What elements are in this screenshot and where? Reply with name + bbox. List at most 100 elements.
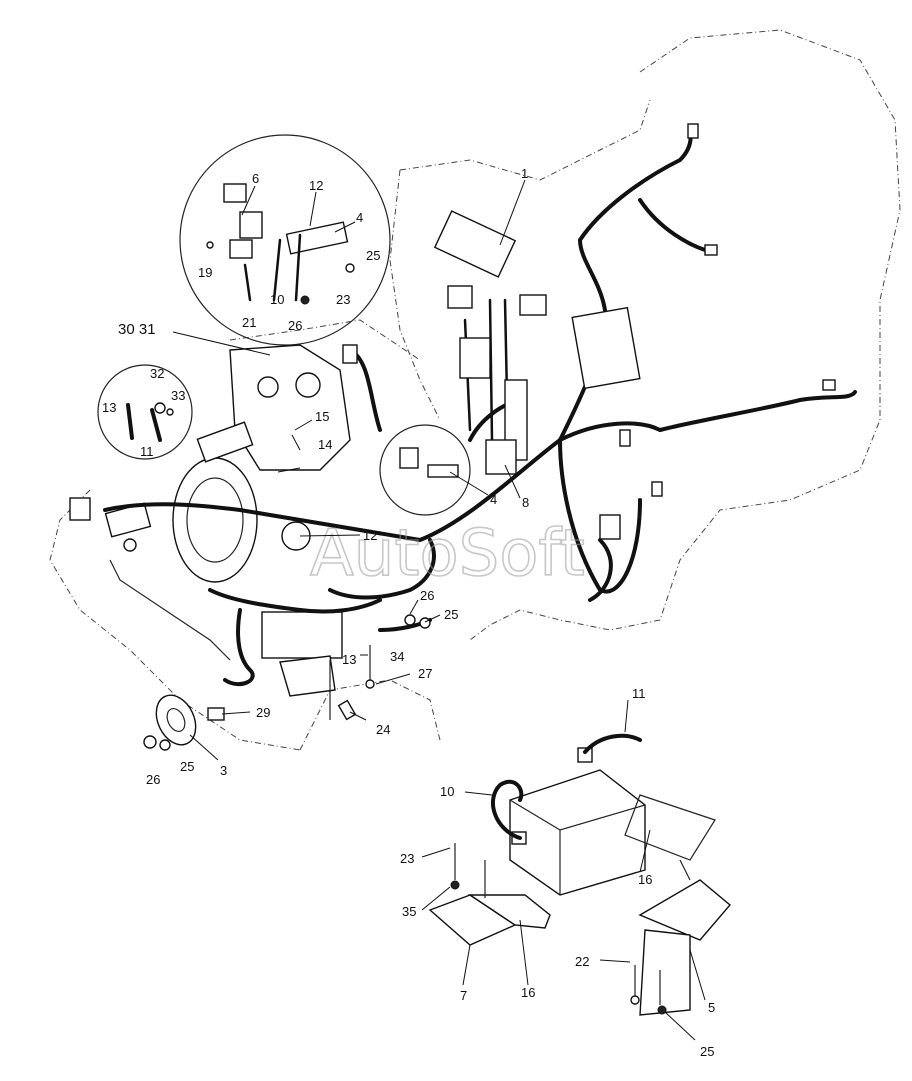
callout-16-cover: 16 bbox=[638, 872, 652, 887]
callout-26-horn: 26 bbox=[146, 772, 160, 787]
callout-26-mid: 26 bbox=[420, 588, 434, 603]
tray-5 bbox=[638, 879, 731, 941]
callout-27: 27 bbox=[418, 666, 432, 681]
screw-19 bbox=[206, 241, 214, 249]
callout-21: 21 bbox=[242, 315, 256, 330]
plug-g bbox=[822, 379, 836, 391]
nut-33 bbox=[166, 408, 174, 416]
connector-c bbox=[485, 439, 517, 475]
callout-29: 29 bbox=[256, 705, 270, 720]
callout-13-detail: 13 bbox=[102, 400, 116, 415]
callout-10-detail: 10 bbox=[270, 292, 284, 307]
detail-circle-relays bbox=[179, 134, 391, 346]
nut-27 bbox=[365, 679, 375, 689]
starter-motor bbox=[196, 421, 254, 463]
callout-23-detail: 23 bbox=[336, 292, 350, 307]
callout-33: 33 bbox=[171, 388, 185, 403]
callout-12-detail: 12 bbox=[309, 178, 323, 193]
relay-6-a bbox=[223, 183, 247, 203]
connector-block bbox=[399, 447, 419, 469]
callout-11-battery: 11 bbox=[632, 686, 646, 701]
callout-15: 15 bbox=[315, 409, 329, 424]
callout-11-detail: 11 bbox=[140, 444, 154, 459]
control-module bbox=[571, 306, 641, 390]
support-5 bbox=[639, 929, 691, 1016]
bolt-23 bbox=[345, 263, 355, 273]
callout-25-horn: 25 bbox=[180, 759, 194, 774]
horn-assembly bbox=[143, 694, 225, 751]
terminal-pos bbox=[577, 747, 593, 763]
callout-23-battery: 23 bbox=[400, 851, 414, 866]
nut-26-horn bbox=[143, 735, 157, 749]
relay-block-center bbox=[459, 337, 491, 379]
callout-32: 32 bbox=[150, 366, 164, 381]
callout-labels: 1 3 4 4 5 6 7 8 10 10 11 11 12 12 13 13 … bbox=[102, 166, 715, 1059]
oil-filler bbox=[257, 376, 279, 398]
callout-25-mid: 25 bbox=[444, 607, 458, 622]
plug-i bbox=[687, 123, 699, 139]
switch-assembly-1 bbox=[433, 210, 517, 278]
callout-14: 14 bbox=[318, 437, 332, 452]
callout-30-31: 30 31 bbox=[118, 321, 156, 338]
callout-25-detail: 25 bbox=[366, 248, 380, 263]
callout-3: 3 bbox=[220, 763, 227, 778]
plug-f bbox=[651, 481, 663, 497]
vehicle-body-outline bbox=[49, 29, 901, 751]
connector-a bbox=[447, 285, 473, 309]
relay-cluster-left bbox=[69, 497, 152, 552]
terminal-left bbox=[123, 538, 137, 552]
battery bbox=[509, 769, 646, 896]
callout-5: 5 bbox=[708, 1000, 715, 1015]
callout-4-mid: 4 bbox=[490, 492, 497, 507]
callout-19: 19 bbox=[198, 265, 212, 280]
horn-3 bbox=[155, 694, 197, 746]
callout-22: 22 bbox=[575, 954, 589, 969]
callout-12-main: 12 bbox=[363, 528, 377, 543]
battery-assembly bbox=[428, 733, 731, 1016]
watermark: AutoSoft bbox=[310, 517, 585, 591]
harness-components bbox=[329, 123, 836, 721]
callout-34: 34 bbox=[390, 649, 404, 664]
mount-bracket bbox=[261, 611, 343, 659]
callout-8: 8 bbox=[522, 495, 529, 510]
callout-13-main: 13 bbox=[342, 652, 356, 667]
bolt-24 bbox=[337, 699, 357, 721]
relay-left bbox=[69, 497, 91, 521]
cap bbox=[295, 372, 321, 398]
callout-35: 35 bbox=[402, 904, 416, 919]
nut-26 bbox=[300, 295, 310, 305]
callout-25-tray: 25 bbox=[700, 1044, 714, 1059]
relay-6-c bbox=[229, 239, 253, 259]
callout-10-battery: 10 bbox=[440, 784, 454, 799]
clip-4 bbox=[427, 464, 459, 478]
washer-25-mid bbox=[419, 617, 431, 629]
plug-j bbox=[342, 344, 358, 364]
leader-lines bbox=[172, 179, 706, 1041]
washer-25-horn bbox=[159, 739, 171, 751]
plug-h bbox=[704, 244, 718, 256]
plug-e bbox=[619, 429, 631, 447]
callout-1: 1 bbox=[521, 166, 528, 181]
callout-4-detail: 4 bbox=[356, 210, 363, 225]
callout-24: 24 bbox=[376, 722, 390, 737]
flywheel-housing bbox=[172, 457, 258, 583]
callout-6: 6 bbox=[252, 171, 259, 186]
engine-assembly bbox=[109, 344, 351, 697]
detail-circle-terminals bbox=[97, 364, 193, 460]
cover-16 bbox=[624, 794, 716, 861]
connector-b bbox=[519, 294, 547, 316]
relay-6-b bbox=[239, 211, 263, 239]
wiring-harness bbox=[103, 128, 857, 687]
bracket-29 bbox=[207, 707, 225, 721]
bracket-4 bbox=[285, 221, 349, 255]
washer-32 bbox=[154, 402, 166, 414]
bracket-16 bbox=[467, 894, 551, 929]
nut-25-tray bbox=[657, 1005, 667, 1015]
callout-7: 7 bbox=[460, 988, 467, 1003]
callout-16-bracket: 16 bbox=[521, 985, 535, 1000]
connector-d bbox=[599, 514, 621, 540]
callout-26-detail: 26 bbox=[288, 318, 302, 333]
washer-35 bbox=[450, 880, 460, 890]
